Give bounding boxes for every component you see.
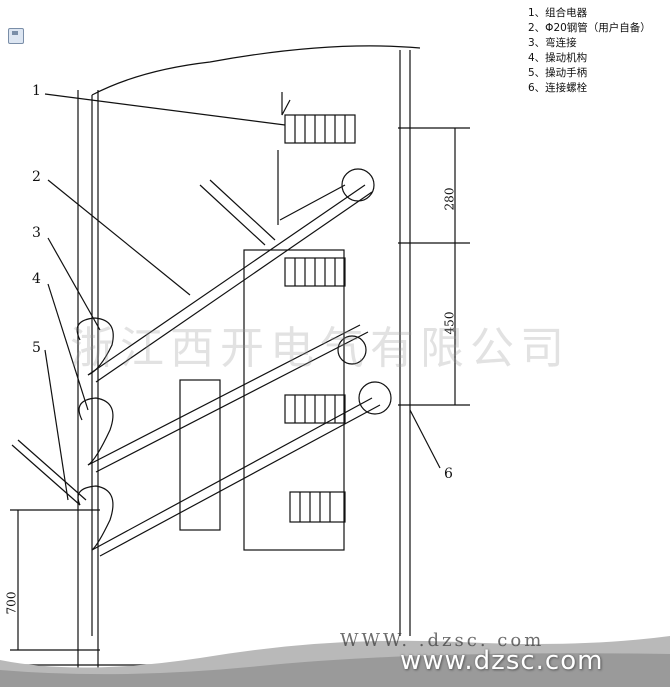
crank-middle <box>337 335 367 365</box>
pole-left <box>77 90 99 680</box>
leader-1 <box>44 93 286 126</box>
dimension-280: 280 <box>442 187 457 211</box>
pipe-middle <box>87 324 369 473</box>
legend: 1、组合电器 2、Φ20钢管（用户自备） 3、弯连接 4、操动机构 5、操动手柄… <box>528 6 651 96</box>
legend-item: 2、Φ20钢管（用户自备） <box>528 22 651 34</box>
handle-ghost <box>199 179 276 246</box>
pipe-upper <box>87 184 373 383</box>
dim-line-right <box>398 127 470 406</box>
wall-outline <box>91 45 421 96</box>
bend-connector-middle <box>78 397 114 466</box>
crank-upper <box>341 168 375 202</box>
pipe-lower <box>91 397 381 557</box>
footer-banner <box>0 636 670 687</box>
banner-ghost-text: WWW. .dzsc. com <box>340 630 545 651</box>
bend-connector-upper <box>76 317 114 376</box>
legend-item: 3、弯连接 <box>528 37 577 49</box>
site-url-text: www.dzsc.com <box>400 646 604 676</box>
insulator-top <box>284 114 356 144</box>
insulator-middle <box>284 257 346 287</box>
leader-6 <box>409 409 441 469</box>
dim-line-left <box>10 509 100 651</box>
save-icon[interactable] <box>8 28 24 44</box>
legend-item: 6、连接螺栓 <box>528 82 588 94</box>
crank-lower <box>358 381 392 415</box>
mounting-plate <box>243 249 345 551</box>
leader-4 <box>47 283 89 411</box>
legend-item: 4、操动机构 <box>528 52 588 64</box>
mechanism-box <box>179 379 221 531</box>
callout-1: 1 <box>32 83 41 99</box>
legend-item: 5、操动手柄 <box>528 67 588 79</box>
leader-3 <box>47 237 101 331</box>
callout-6: 6 <box>444 466 453 482</box>
wall-right-post <box>399 50 411 636</box>
callout-3: 3 <box>32 225 41 241</box>
callout-4: 4 <box>32 271 41 287</box>
dimension-700: 700 <box>4 591 19 615</box>
insulator-lower <box>284 394 346 424</box>
legend-item: 1、组合电器 <box>528 7 588 19</box>
operating-handle <box>11 439 87 506</box>
leader-5 <box>44 349 69 501</box>
leader-2 <box>47 179 191 296</box>
callout-2: 2 <box>32 169 41 185</box>
top-arm <box>277 92 346 225</box>
bend-connector-lower <box>77 485 114 551</box>
callout-5: 5 <box>32 340 41 356</box>
insulator-bottom <box>289 491 346 523</box>
company-watermark: 浙江西开电气有限公司 <box>70 323 570 374</box>
